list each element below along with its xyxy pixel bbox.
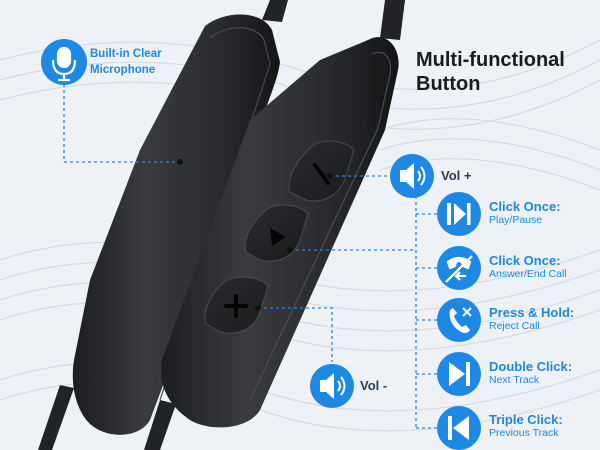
speaker-icon xyxy=(400,163,426,189)
microphone-icon xyxy=(51,46,77,82)
microphone-housing xyxy=(38,0,288,450)
minus-mark-icon xyxy=(313,163,330,185)
function-subtitle: Reject Call xyxy=(489,320,540,332)
function-title: Press & Hold: xyxy=(489,305,575,320)
function-subtitle: Answer/End Call xyxy=(489,268,567,280)
function-title: Double Click: xyxy=(489,359,573,374)
phone-answer-end-icon xyxy=(445,255,473,283)
function-title: Triple Click: xyxy=(489,412,563,427)
function-item: Click Once: Play/Pause xyxy=(489,199,561,227)
volume-down-badge xyxy=(310,364,354,408)
microphone-label-line1: Built-in Clear xyxy=(90,48,162,60)
page-title-line1: Multi-functional xyxy=(416,49,565,71)
volume-down-button[interactable] xyxy=(204,276,269,334)
function-item: Click Once: Answer/End Call xyxy=(489,253,567,281)
reject-call-badge xyxy=(437,298,481,342)
volume-up-badge xyxy=(390,154,434,198)
function-item: Triple Click: Previous Track xyxy=(489,412,563,440)
phone-reject-icon xyxy=(449,307,472,333)
function-subtitle: Play/Pause xyxy=(489,214,543,226)
previous-track-badge xyxy=(437,406,481,450)
next-track-icon xyxy=(449,362,470,386)
previous-track-icon xyxy=(448,416,469,440)
play-pause-badge xyxy=(437,192,481,236)
microphone-label: Built-in Clear Microphone xyxy=(90,46,162,78)
page-title: Multi-functional Button xyxy=(416,48,565,96)
answer-end-badge xyxy=(437,246,481,290)
volume-down-label: Vol - xyxy=(360,378,388,393)
play-pause-button[interactable] xyxy=(244,204,309,262)
function-subtitle: Previous Track xyxy=(489,427,559,439)
function-title: Click Once: xyxy=(489,199,561,214)
function-subtitle: Next Track xyxy=(489,374,540,386)
function-item: Press & Hold: Reject Call xyxy=(489,305,574,333)
play-mark-icon xyxy=(270,228,286,246)
callout-dots xyxy=(177,159,333,311)
function-title: Click Once: xyxy=(489,253,561,268)
speaker-icon xyxy=(320,373,346,399)
page-title-line2: Button xyxy=(416,73,481,95)
next-track-badge xyxy=(437,352,481,396)
function-item: Double Click: Next Track xyxy=(489,359,572,387)
volume-up-label: Vol + xyxy=(441,168,472,183)
microphone-badge xyxy=(41,39,87,85)
volume-up-button[interactable] xyxy=(288,140,355,202)
callout-lines xyxy=(63,84,440,430)
microphone-label-line2: Microphone xyxy=(90,64,156,76)
play-pause-icon xyxy=(447,203,471,225)
